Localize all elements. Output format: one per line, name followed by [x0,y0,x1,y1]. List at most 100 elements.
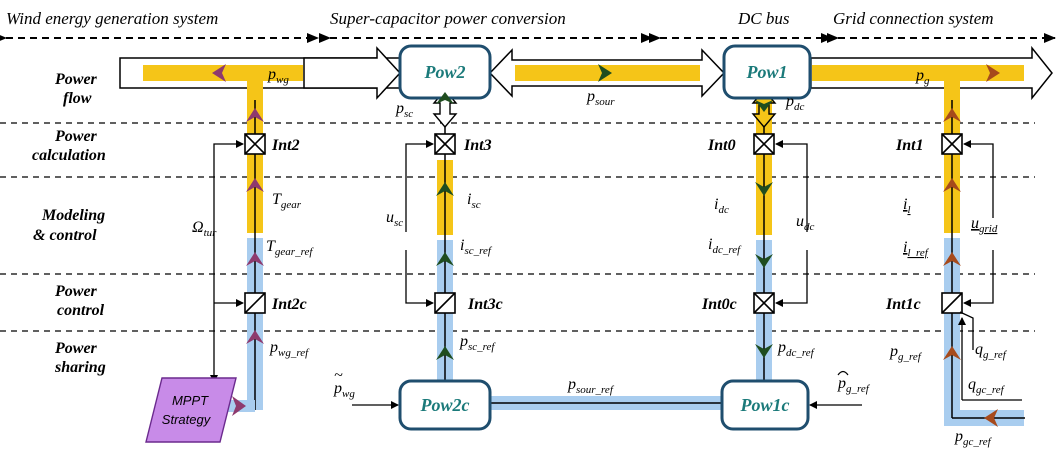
header-dc-bus: DC bus [737,9,790,28]
arrow-brown-up-3 [943,252,961,266]
arrow-green-down-3 [755,344,773,358]
mppt-label-2: Strategy [162,412,212,427]
arrow-purple-right [232,396,246,416]
label-pg: pg [915,67,930,87]
feedback-wires [210,140,1022,409]
pow1-label: Pow1 [745,62,787,82]
mppt-label-1: MPPT [172,393,209,408]
int0c-label: Int0c [701,296,737,313]
int0-block [753,133,775,155]
row-labels: Power flow Power calculation Modeling & … [32,71,106,376]
int3-label: Int3 [463,137,492,154]
arrow-brown-right [986,64,1000,82]
label-pdc: pdc [785,93,805,113]
row-modeling-1: Modeling [41,207,105,224]
pow2c-block [398,379,492,431]
row-power-sharing-1: Power [54,340,98,357]
arrow-green-down-1 [755,182,773,196]
arrow-green-up-3 [436,346,454,360]
label-omega: Ωtur [192,219,217,239]
int0-label: Int0 [707,137,736,154]
label-pg-ref: pg_ref [889,343,923,363]
flow-arrows [212,64,1000,427]
mppt-strategy-block: MPPT Strategy [145,377,237,443]
int2-block [244,133,266,155]
row-power-flow-2: flow [63,90,92,107]
label-pwg-tilde: pwg [333,380,355,400]
label-il: il [903,196,911,216]
pow2-label: Pow2 [423,62,465,82]
arrow-purple-up-4 [246,330,264,344]
arrow-green-down-2 [755,254,773,268]
int2c-block [244,292,266,314]
pow2c-label: Pow2c [420,395,470,415]
int-blocks [244,133,963,314]
row-power-control-1: Power [54,283,98,300]
arrow-brown-up-1 [943,108,961,122]
label-psour-ref: psour_ref [567,376,615,396]
label-idc-ref: idc_ref [708,236,742,256]
arrow-brown-up-4 [943,346,961,360]
label-qg-ref: qg_ref [975,341,1008,361]
row-power-control-2: control [57,302,105,319]
label-ugrid: ugrid [971,215,998,235]
label-psc-ref: psc_ref [459,333,496,353]
arrow-brown-left [984,409,998,427]
int2c-label: Int2c [271,296,307,313]
int0c-block [753,292,775,314]
label-pgc-ref: pgc_ref [954,428,993,448]
arrow-purple-left [212,64,226,82]
int1-block [941,133,963,155]
label-pwg: pwg [267,66,289,86]
label-il-ref: il_ref [903,239,930,259]
arrow-green-down-top [755,100,773,112]
row-power-flow-1: Power [54,71,98,88]
arrow-green-up-1 [436,182,454,196]
arrow-green-up-2 [436,252,454,266]
pow1-block [722,44,812,100]
int3c-label: Int3c [467,296,503,313]
label-pwg-ref: pwg_ref [269,339,310,359]
int3-block [434,133,456,155]
label-pdc-ref: pdc_ref [777,339,816,359]
arrow-purple-up-3 [246,252,264,266]
arrow-purple-up-1 [246,108,264,122]
arrow-green-up-top [436,92,454,104]
label-idc: idc [714,196,729,216]
row-power-calc-2: calculation [32,147,106,164]
row-power-calc-1: Power [54,128,98,145]
pow1c-block [720,379,810,431]
arrow-purple-up-2 [246,178,264,192]
label-qgc-ref: qgc_ref [968,376,1006,396]
header-wind: Wind energy generation system [6,9,218,28]
hat-mark [837,370,849,376]
row-separators [0,122,1035,332]
int1c-label: Int1c [885,296,921,313]
label-pg-hat: pg_ref [837,375,871,395]
int1-label: Int1 [895,137,924,154]
header-grid: Grid connection system [833,9,994,28]
pow1c-label: Pow1c [740,395,790,415]
int1c-block [941,292,963,314]
int-labels: Int2 Int3 Int0 Int1 Int2c Int3c Int0c In… [271,137,924,313]
label-usc: usc [386,209,403,229]
signal-labels: pwg psour pg psc pdc Tgear Ωtur isc usc … [192,66,1008,448]
row-power-sharing-2: sharing [54,359,106,376]
label-psour: psour [586,88,615,108]
label-isc-ref: isc_ref [460,237,493,257]
arrow-green-right [598,64,612,82]
label-tgear-ref: Tgear_ref [266,238,314,258]
row-modeling-2: & control [33,227,97,244]
int2-label: Int2 [271,137,300,154]
label-psc: psc [395,100,413,120]
header-supercap: Super-capacitor power conversion [330,9,566,28]
power-flow-band [119,45,1053,125]
label-tgear: Tgear [272,191,302,211]
tilde-mark: ~ [334,367,343,384]
section-headers: Wind energy generation system Super-capa… [0,9,1056,43]
int3c-block [434,292,456,314]
label-udc: udc [796,213,815,233]
pow-blocks: Pow2 Pow1 Pow2c Pow1c [398,44,812,431]
arrow-brown-up-2 [943,178,961,192]
